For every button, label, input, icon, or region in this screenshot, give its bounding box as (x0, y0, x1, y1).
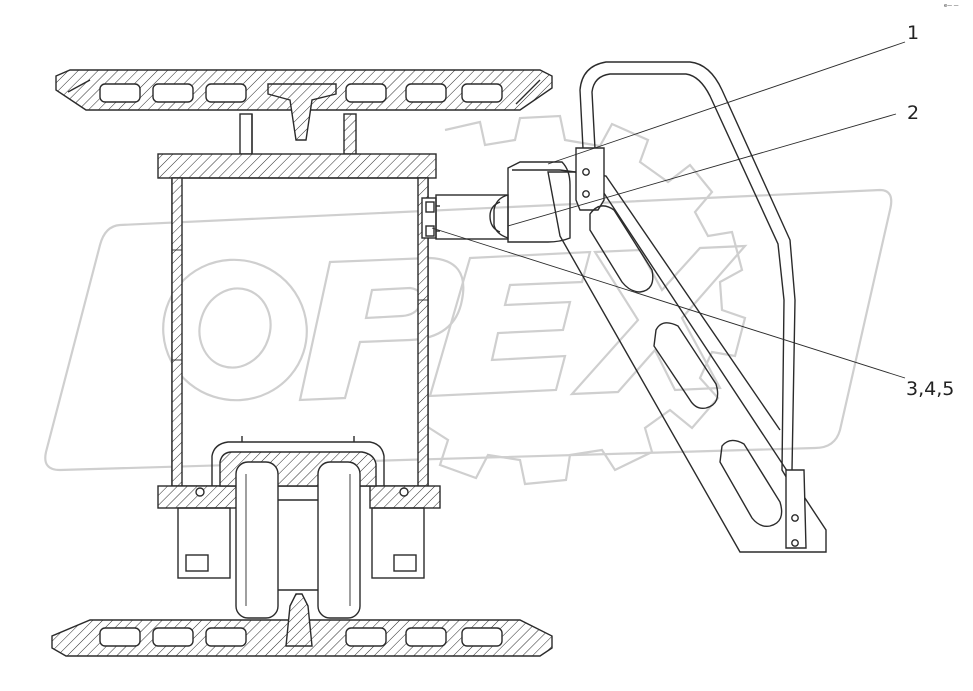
housing-body (171, 177, 429, 487)
bottom-wheel-assembly (157, 436, 441, 619)
watermark-logo (44, 114, 893, 486)
callout-label-2: 2 (907, 102, 920, 124)
leader-3 (431, 227, 906, 379)
bracket-part-2 (435, 161, 571, 243)
top-track-plate (55, 69, 553, 155)
leader-1 (547, 41, 906, 165)
top-flange (157, 153, 437, 179)
leader-lines (431, 41, 906, 379)
callout-label-1: 1 (907, 22, 920, 44)
corner-mark: e— — (944, 3, 959, 9)
callout-label-3-4-5: 3,4,5 (906, 378, 955, 400)
leader-2 (507, 113, 897, 227)
step-ladder (547, 61, 827, 553)
bottom-track-plate (51, 593, 553, 657)
watermark-band (44, 188, 893, 472)
side-bolts (421, 197, 440, 239)
